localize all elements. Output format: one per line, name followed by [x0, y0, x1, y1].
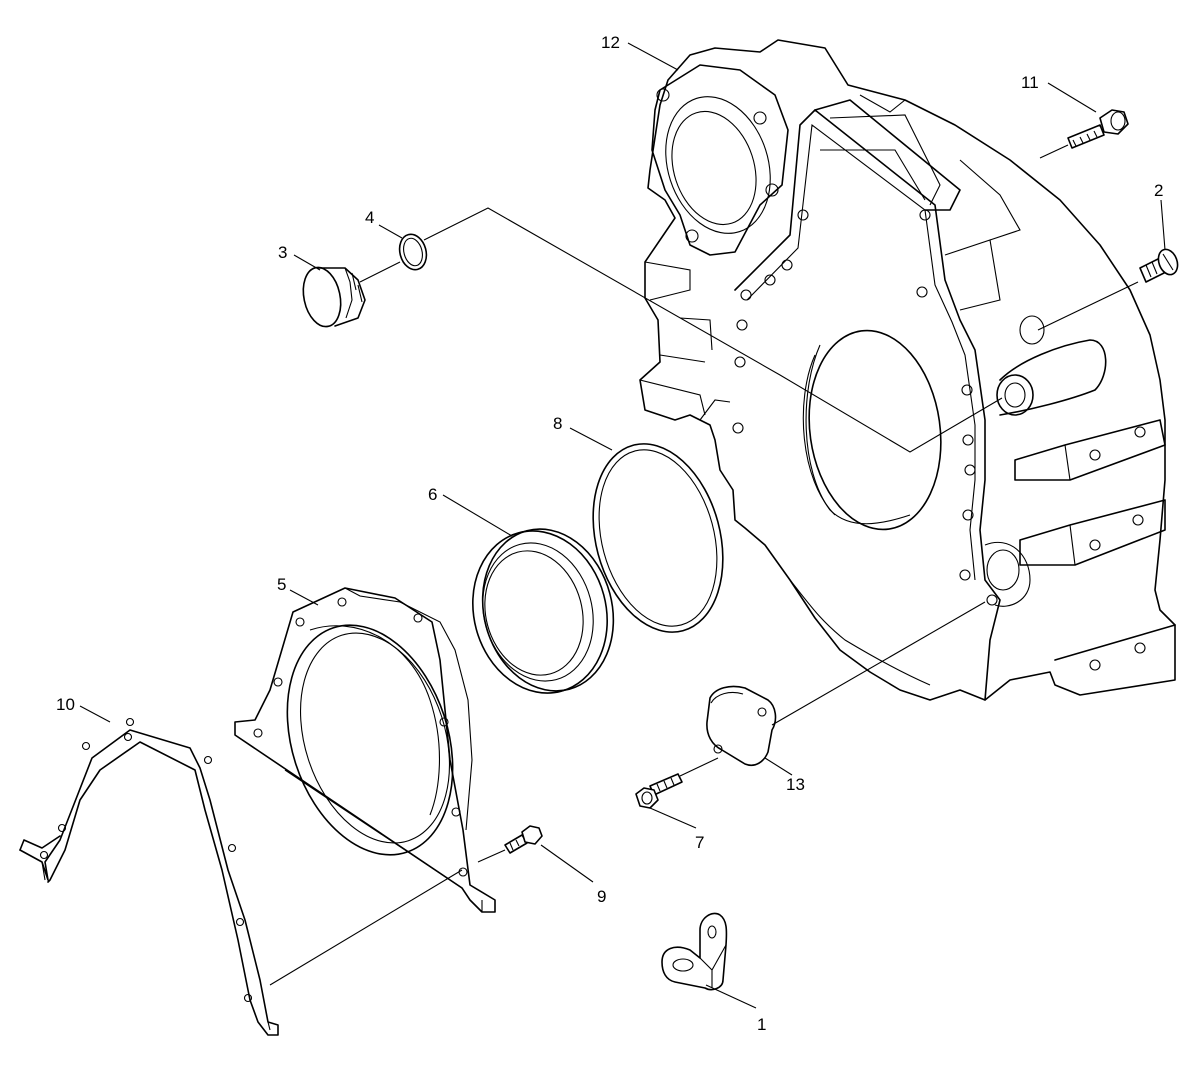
callout-1: 1: [757, 1015, 766, 1034]
callout-4: 4: [365, 208, 374, 227]
callout-labels: 12 11 2 4 3 8 6 5 10 13 7 9 1: [56, 33, 1163, 1034]
callout-9: 9: [597, 887, 606, 906]
flywheel-housing: [639, 39, 1176, 701]
callout-3: 3: [278, 243, 287, 262]
gasket-part-10: [19, 717, 279, 1036]
callout-8: 8: [553, 414, 562, 433]
callout-11: 11: [1021, 73, 1039, 92]
callout-6: 6: [428, 485, 437, 504]
screw-part-2: [1139, 248, 1179, 283]
callout-13: 13: [786, 775, 805, 794]
callout-10: 10: [56, 695, 75, 714]
o-ring-part-8: [592, 443, 724, 633]
oil-seal-part-6: [472, 528, 615, 694]
bolt-part-7: [635, 773, 683, 809]
callout-7: 7: [695, 833, 704, 852]
seal-housing-part-5: [234, 587, 496, 913]
bracket-part-1: [661, 912, 728, 991]
bolt-part-11: [1067, 109, 1129, 149]
plug-part-3: [302, 266, 366, 328]
cover-plate-part-13: [706, 685, 777, 767]
callout-2: 2: [1154, 181, 1163, 200]
callout-12: 12: [601, 33, 620, 52]
leader-lines: [79, 42, 1166, 1009]
callout-5: 5: [277, 575, 286, 594]
bolt-part-9: [504, 825, 543, 854]
o-ring-part-4: [398, 233, 428, 271]
